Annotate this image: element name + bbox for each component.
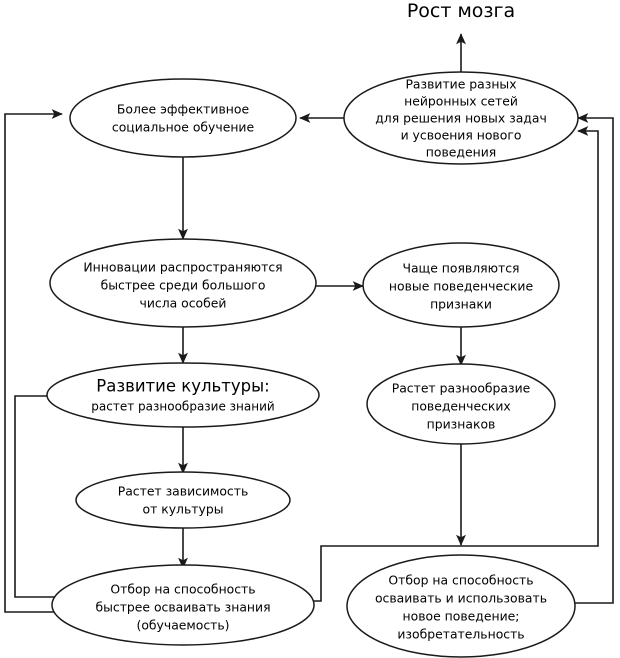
node-selection-behavior-line-1: осваивать и использовать [375, 591, 547, 606]
node-neural[interactable]: Развитие разных нейронных сетей для реше… [343, 71, 579, 165]
node-selection-learning[interactable]: Отбор на способность быстрее осваивать з… [51, 564, 315, 646]
node-social-learning[interactable]: Более эффективное социальное обучение [69, 78, 297, 158]
node-selection-behavior-shape[interactable] [346, 554, 576, 658]
node-selection-learning-shape[interactable] [51, 564, 315, 646]
diagram-title: Рост мозга [407, 0, 515, 22]
node-neural-shape[interactable] [343, 71, 579, 165]
node-culture-dependence-line-0: Растет зависимость [118, 484, 249, 499]
node-innovations[interactable]: Инновации распространяются быстрее среди… [49, 238, 317, 328]
node-neural-line-4: поведения [426, 145, 496, 160]
node-social-learning-line-0: Более эффективное [117, 102, 249, 117]
edge-selection-learning-to-neural-loop [314, 126, 599, 602]
edge-selection-learning-to-social-learning-loop [4, 109, 63, 613]
node-social-learning-shape[interactable] [69, 78, 297, 158]
node-innovations-line-1: быстрее среди большого [101, 278, 266, 293]
edge-selection-behavior-to-neural-loop [575, 113, 614, 604]
node-selection-learning-line-2: (обучаемость) [136, 618, 229, 633]
node-selection-behavior[interactable]: Отбор на способность осваивать и использ… [346, 554, 576, 658]
node-new-traits-line-2: признаки [430, 297, 492, 312]
node-culture-line-0: Развитие культуры: [96, 377, 269, 396]
node-culture-shape[interactable] [46, 362, 320, 428]
node-trait-diversity[interactable]: Растет разнообразие поведенческих призна… [366, 363, 556, 445]
node-new-traits-line-1: новые поведенческие [389, 279, 533, 294]
node-selection-learning-line-1: быстрее осваивать знания [95, 600, 270, 615]
node-selection-learning-line-0: Отбор на способность [110, 582, 255, 597]
node-layer: Развитие разных нейронных сетей для реше… [46, 71, 579, 658]
node-neural-line-0: Развитие разных [405, 77, 516, 92]
node-culture-line-1: растет разнообразие знаний [91, 400, 274, 414]
node-social-learning-line-1: социальное обучение [112, 120, 254, 135]
node-trait-diversity-line-2: признаков [427, 417, 496, 432]
node-selection-behavior-line-2: новое поведение; [403, 609, 520, 624]
node-new-traits[interactable]: Чаще появляются новые поведенческие приз… [362, 242, 560, 328]
node-new-traits-line-0: Чаще появляются [402, 261, 519, 276]
node-trait-diversity-shape[interactable] [366, 363, 556, 445]
node-innovations-line-0: Инновации распространяются [83, 260, 282, 275]
node-selection-behavior-line-0: Отбор на способность [388, 573, 533, 588]
node-selection-behavior-line-3: изобретательность [397, 627, 524, 642]
node-culture-dependence[interactable]: Растет зависимость от культуры [75, 471, 291, 529]
node-innovations-line-2: числа особей [140, 296, 227, 311]
node-culture-dependence-line-1: от культуры [143, 502, 224, 517]
node-trait-diversity-line-0: Растет разнообразие [392, 381, 531, 396]
node-culture[interactable]: Развитие культуры: растет разнообразие з… [46, 362, 320, 428]
node-new-traits-shape[interactable] [362, 242, 560, 328]
node-innovations-shape[interactable] [49, 238, 317, 328]
node-culture-dependence-shape[interactable] [75, 471, 291, 529]
node-neural-line-1: нейронных сетей [404, 94, 518, 109]
node-trait-diversity-line-1: поведенческих [411, 399, 511, 414]
node-neural-line-2: для решения новых задач [375, 111, 547, 126]
node-neural-line-3: и усвоения нового [401, 128, 522, 143]
